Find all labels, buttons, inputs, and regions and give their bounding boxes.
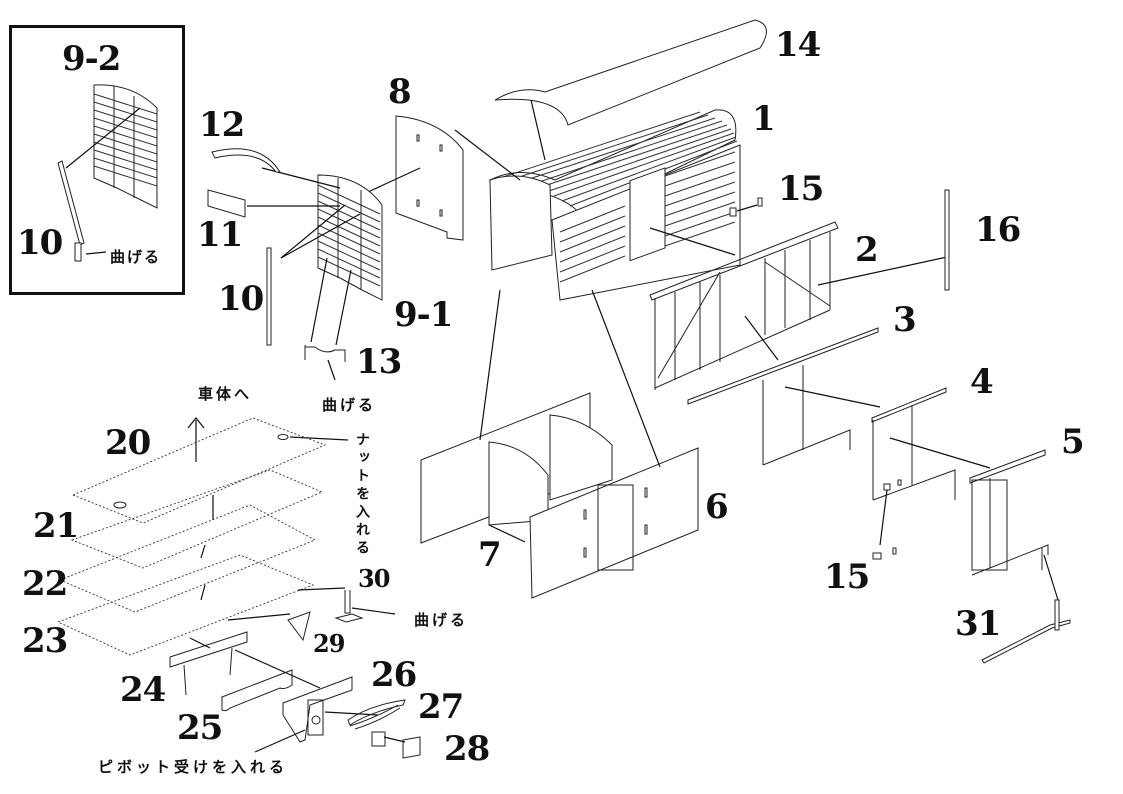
part-9-1-end-wall [261,167,383,301]
part-16-rail [944,189,950,291]
label-9-2: 9-2 [62,39,121,79]
label-20: 20 [105,423,151,463]
part-10-post [266,204,361,346]
label-31: 31 [955,604,1001,644]
label-15-bottom: 15 [824,557,870,597]
label-7: 7 [478,535,502,575]
label-5: 5 [1061,422,1085,462]
note-bend-13: 曲げる [322,396,377,414]
label-14: 14 [775,25,821,65]
part-25-beam [221,649,321,712]
label-16: 16 [975,210,1021,250]
label-8: 8 [388,72,412,112]
note-to-body: 車体へ [198,385,253,403]
label-22: 22 [22,564,68,604]
label-6: 6 [705,487,729,527]
label-25: 25 [177,708,223,748]
inset-drawing [57,84,158,262]
label-4: 4 [970,362,994,402]
part-21-plate [70,469,324,569]
label-24: 24 [120,670,166,710]
part-8-panel [367,115,464,241]
label-1: 1 [752,99,776,139]
note-bend-30: 曲げる [414,611,469,629]
label-23: 23 [22,621,68,661]
label-13: 13 [356,342,402,382]
part-20-floor [71,417,349,524]
label-9-1: 9-1 [394,295,453,335]
part-27-spring [347,699,406,730]
part-3-bar [687,327,881,466]
part-23-plate [56,554,315,656]
part-14-roof [494,19,767,161]
part-2-frame [649,221,948,390]
part-22-plate [58,504,317,613]
part-5-end [969,449,1049,576]
note-insert-nut: ナットを入れる [354,432,370,558]
note-bend-inset: 曲げる [110,248,162,266]
label-30: 30 [358,564,390,593]
part-26-bolster [254,676,379,753]
part-13-coupler [304,257,352,381]
label-2: 2 [855,230,879,270]
label-3: 3 [893,300,917,340]
label-27: 27 [418,687,464,727]
part-4-side [871,387,991,560]
label-15-top: 15 [778,169,824,209]
label-29: 29 [313,629,345,658]
label-26: 26 [371,655,417,695]
part-31-lever [981,554,1071,664]
label-10-inset: 10 [17,223,63,263]
part-28-plate [371,731,421,759]
label-21: 21 [33,506,79,546]
note-insert-pivot: ピボット受けを入れる [98,758,289,776]
part-12-arch [211,148,281,173]
part-11-plate [207,189,340,218]
label-11: 11 [197,215,243,255]
part-15-top [757,197,763,207]
part-6-side-panel [529,289,699,599]
part-29-bracket [227,611,311,642]
part-7-bulkheads [420,289,613,544]
part-30-step [297,587,396,623]
part-24-beam [169,631,248,696]
inset-part-9-2: 9-2 10 曲げる [9,25,185,295]
part-1-body [454,109,758,301]
label-12: 12 [199,105,245,145]
label-10: 10 [218,279,264,319]
label-28: 28 [444,729,490,769]
